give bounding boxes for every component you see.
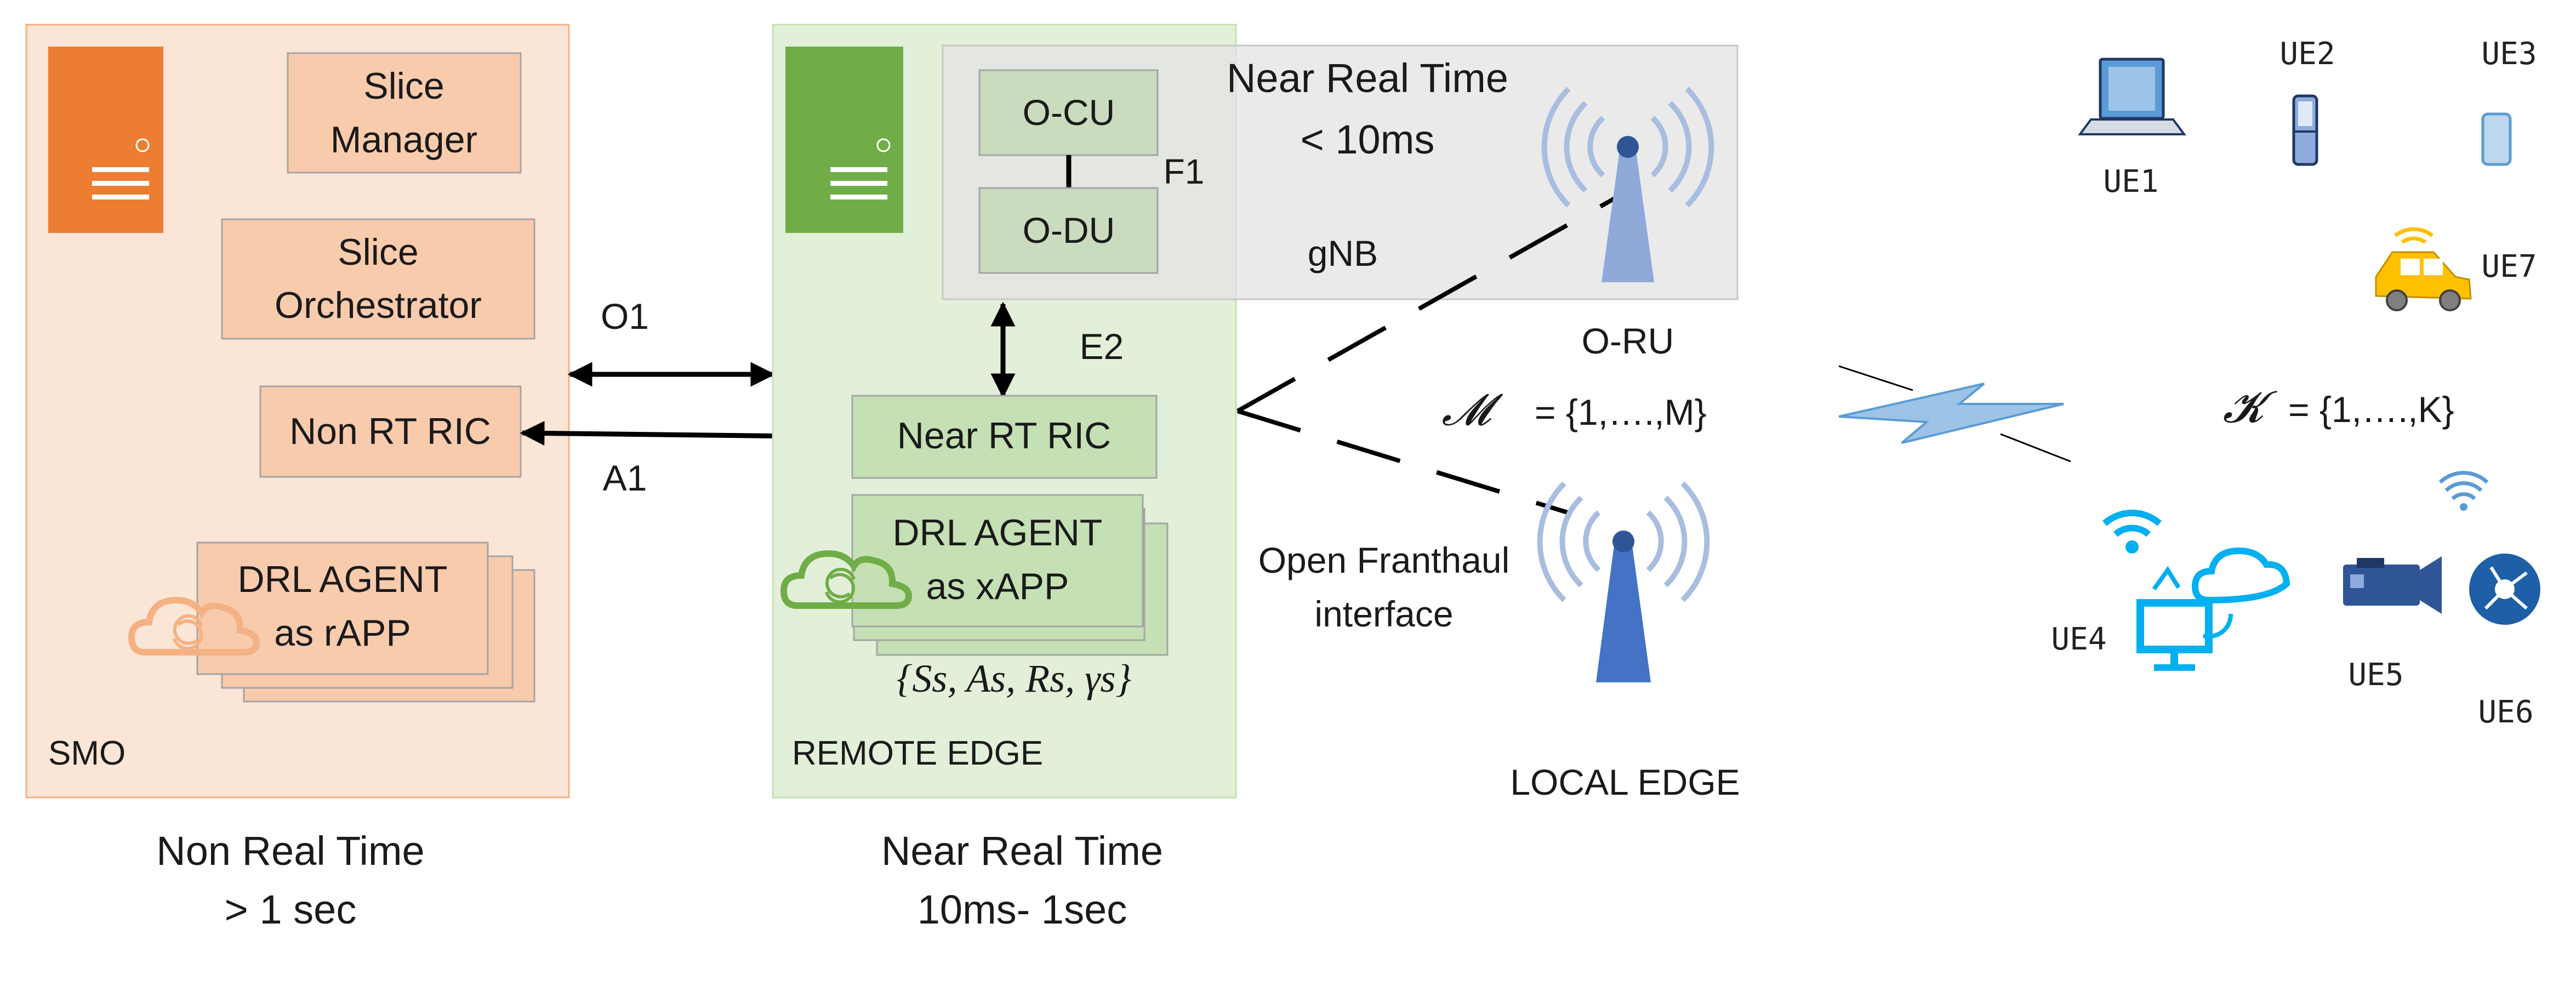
- ue4-iot-cloud-icon: [2102, 509, 2290, 671]
- smo-timing-line1: Non Real Time: [156, 828, 424, 874]
- ue6-sensor-hub-icon: [2438, 471, 2540, 625]
- state-action-tuple: {Ss, As, Rs, γs}: [897, 657, 1132, 700]
- gnb-label: gNB: [1308, 233, 1378, 273]
- drl-rapp-line1: DRL AGENT: [238, 558, 448, 600]
- fronthaul-line2: interface: [1314, 594, 1453, 634]
- ue5-label: UE5: [2348, 657, 2403, 693]
- ue-set-symbol: 𝓚: [2223, 384, 2278, 432]
- remote-edge-timing-line2: 10ms- 1sec: [917, 887, 1127, 932]
- ue4-label: UE4: [2051, 622, 2106, 657]
- near-rt-ric-label: Near RT RIC: [897, 415, 1111, 457]
- ue1-computer-icon: [2078, 58, 2186, 135]
- o-du-label: O-DU: [1023, 210, 1115, 250]
- ue-set-label: = {1,….,K}: [2288, 389, 2454, 430]
- smo-timing-line2: > 1 sec: [225, 887, 357, 932]
- slice-orchestrator-line2: Orchestrator: [275, 284, 482, 326]
- near-rt-gnb-title: Near Real Time: [1227, 55, 1508, 101]
- o1-label: O1: [601, 296, 649, 337]
- non-rt-ric-box: Non RT RIC: [259, 385, 522, 478]
- ue2-label: UE2: [2279, 36, 2335, 72]
- ue7-label: UE7: [2481, 249, 2537, 284]
- drl-xapp-stack: DRL AGENT as xAPP: [851, 494, 1169, 656]
- smo-label: SMO: [48, 734, 126, 772]
- o-du-box: O-DU: [978, 187, 1159, 274]
- a1-label: A1: [603, 458, 647, 498]
- ue3-label: UE3: [2481, 36, 2537, 72]
- remote-edge-label: REMOTE EDGE: [792, 734, 1043, 772]
- drl-xapp-line2: as xAPP: [926, 566, 1069, 607]
- ue3-phone-icon: [2481, 112, 2512, 166]
- o-ru-tower-icon-2: [1537, 481, 1710, 682]
- fronthaul-line1: Open Franthaul: [1258, 540, 1510, 580]
- non-rt-ric-label: Non RT RIC: [289, 411, 491, 452]
- ue2-phone-icon: [2292, 94, 2318, 166]
- slice-orchestrator-line1: Slice: [338, 231, 418, 273]
- cloud-sync-icon-smo: [128, 596, 260, 656]
- e2-label: E2: [1080, 326, 1124, 367]
- wireless-link-bolt-icon: [1838, 365, 2071, 463]
- fronthaul-links: [1236, 184, 1637, 515]
- near-rt-ric-box: Near RT RIC: [851, 395, 1158, 479]
- drl-xapp-line1: DRL AGENT: [893, 512, 1103, 554]
- f1-label: F1: [1164, 152, 1205, 191]
- slice-manager-line1: Slice: [363, 65, 444, 107]
- o-ru-label: O-RU: [1582, 321, 1674, 361]
- local-edge-label: LOCAL EDGE: [1510, 762, 1740, 802]
- ue6-label: UE6: [2478, 694, 2533, 730]
- ue7-car-icon: [2375, 227, 2472, 311]
- ru-set-label: = {1,….,M}: [1535, 392, 1707, 432]
- slice-manager-line2: Manager: [330, 119, 477, 161]
- drl-rapp-line2: as rAPP: [274, 612, 411, 654]
- near-rt-gnb-value: < 10ms: [1301, 117, 1435, 162]
- cloud-sync-icon-edge: [780, 550, 913, 609]
- slice-orchestrator-box: Slice Orchestrator: [221, 218, 535, 340]
- ru-set-symbol: 𝓜: [1441, 386, 1503, 435]
- slice-manager-box: Slice Manager: [287, 52, 522, 174]
- edge-server-icon: [785, 47, 903, 233]
- ue5-camera-icon: [2343, 556, 2442, 614]
- remote-edge-timing-line1: Near Real Time: [881, 828, 1163, 874]
- smo-server-icon: [48, 47, 163, 233]
- ue1-label: UE1: [2103, 164, 2158, 200]
- o-cu-label: O-CU: [1023, 92, 1115, 133]
- o-ru-tower-icon-1: [1541, 87, 1714, 282]
- drl-rapp-stack: DRL AGENT as rAPP: [196, 542, 535, 703]
- o-cu-box: O-CU: [978, 69, 1159, 156]
